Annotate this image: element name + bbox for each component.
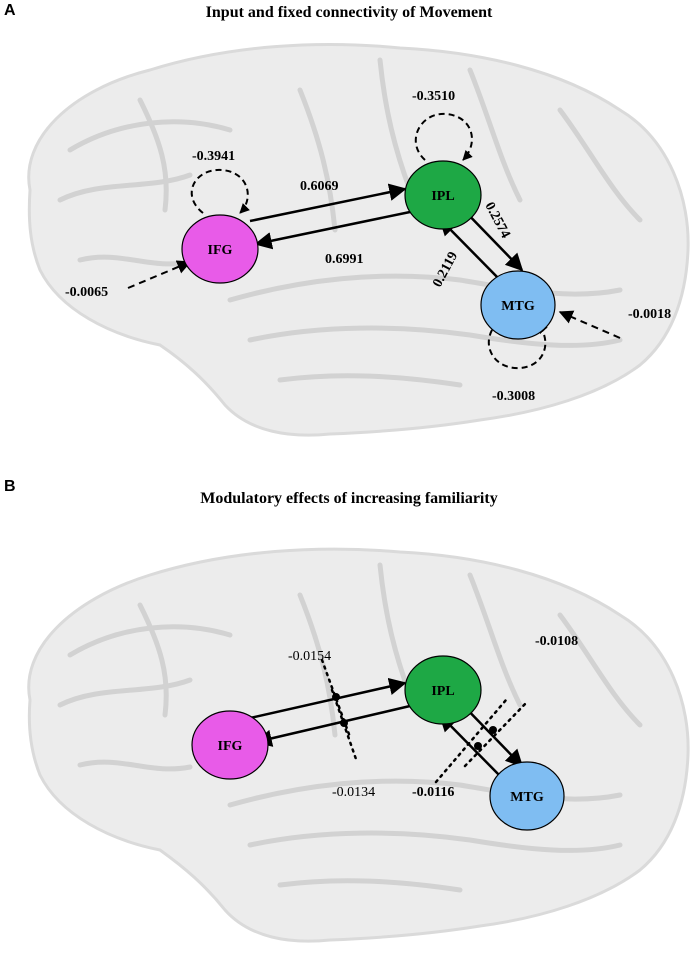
node-ifg-a-label: IFG [208,243,233,258]
node-ipl-b-shape [404,655,482,725]
self-loop-ifg [190,168,250,214]
edge-ipl-to-ifg [254,210,411,250]
node-ifg-b-shape [191,710,269,780]
node-ipl-a-shape [404,160,482,230]
panel-b-brain [27,547,690,943]
node-ipl-a: IPL [404,160,482,230]
mod-dot-ipl-to-ifg [340,719,348,727]
label-mod-ifg-to-ipl: -0.0154 [288,649,331,664]
panel-a-letter: A [4,2,16,19]
label-self-mtg: -0.3008 [492,389,535,404]
panel-a-brain [27,43,690,437]
label-input-mtg: -0.0018 [628,307,671,322]
mod-dot-ipl-to-mtg [489,726,497,734]
node-ipl-a-label: IPL [431,189,454,204]
node-ipl-b-label: IPL [431,684,454,699]
label-mod-mtg-to-ipl: -0.0116 [412,785,454,800]
node-mtg-b: MTG [489,761,565,831]
self-loop-mtg [487,321,548,370]
edge-b-mtg-to-ipl [438,713,505,781]
label-mod-ipl-to-mtg: -0.0108 [535,634,578,649]
mod-line-ipl-to-mtg [463,700,529,768]
mod-line-mtg-to-ipl [434,698,508,784]
node-mtg-b-shape [489,761,565,831]
label-ipl-to-ifg: 0.6991 [325,252,364,267]
node-ipl-b: IPL [404,655,482,725]
label-ifg-to-ipl: 0.6069 [300,179,339,194]
label-input-ifg: -0.0065 [65,285,108,300]
mod-dot-mtg-to-ipl [474,742,482,750]
edge-ifg-to-ipl [249,183,407,223]
node-mtg-a-label: MTG [501,299,535,314]
node-ifg-a-shape [181,214,259,284]
input-mtg [558,310,621,339]
node-mtg-a-shape [480,270,556,340]
node-ifg-a: IFG [181,214,259,284]
label-self-ipl: -0.3510 [412,89,455,104]
panel-b-letter: B [4,478,16,495]
panel-b-title: Modulatory effects of increasing familia… [200,490,498,507]
node-mtg-a: MTG [480,270,556,340]
edge-mtg-to-ipl [438,217,505,285]
edge-b-ifg-to-ipl [249,677,407,720]
label-mod-ipl-to-ifg: -0.0134 [332,785,375,800]
node-ifg-b-label: IFG [218,739,243,754]
node-ifg-b: IFG [191,710,269,780]
node-mtg-b-label: MTG [510,790,544,805]
edge-b-ipl-to-ifg [254,704,411,747]
panel-a-title: Input and fixed connectivity of Movement [205,4,493,21]
label-self-ifg: -0.3941 [192,149,235,164]
